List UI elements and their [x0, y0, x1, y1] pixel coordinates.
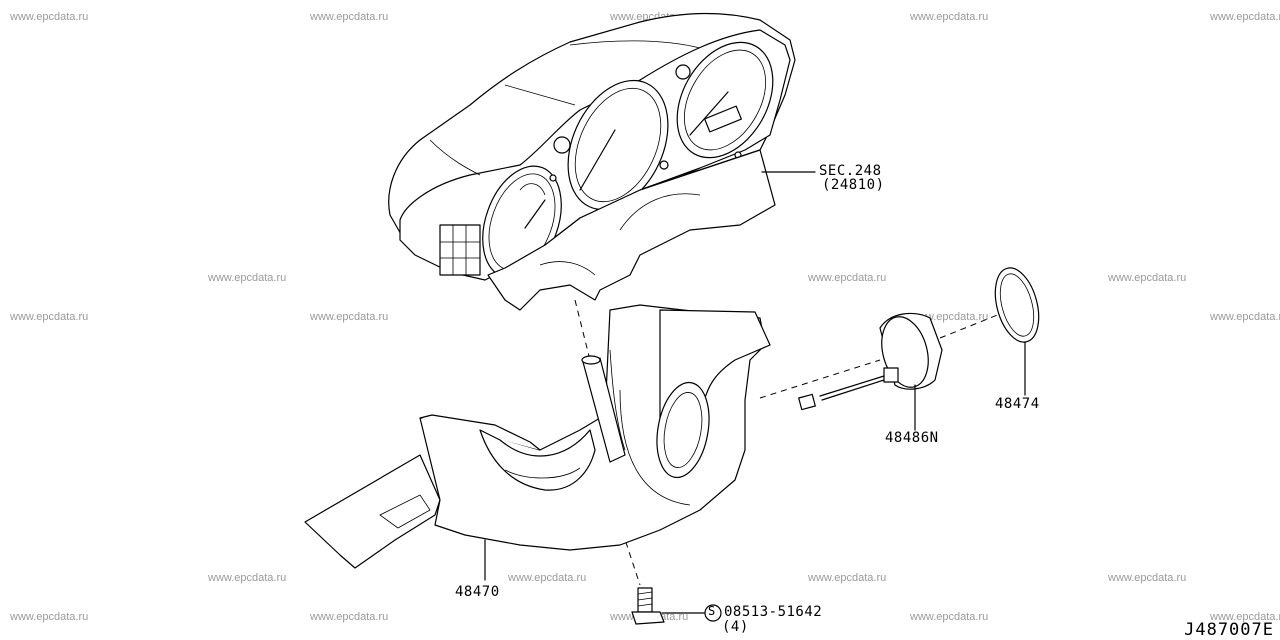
watermark: www.epcdata.ru	[1108, 572, 1187, 584]
gauge-left-arc	[519, 183, 546, 196]
watermark: www.epcdata.ru	[310, 311, 389, 323]
switch-wire	[821, 379, 885, 401]
assembly-line	[574, 299, 591, 361]
cluster-lower-bracket	[487, 149, 776, 311]
cover-flap-slot	[379, 494, 431, 529]
watermark: www.epcdata.ru	[10, 611, 89, 623]
gauge-center-needle	[579, 129, 616, 191]
gauge-left-needle	[524, 199, 546, 229]
gauge-right-needle	[689, 91, 729, 136]
cover-switch-hole	[656, 381, 710, 479]
sheet-id: J487007E	[1184, 620, 1274, 640]
gauge-right	[676, 41, 774, 159]
watermark: www.epcdata.ru	[1210, 11, 1280, 23]
label-cover[interactable]: 48470	[455, 584, 500, 600]
gauge-right-display	[704, 105, 742, 133]
watermark: www.epcdata.ru	[1108, 272, 1187, 284]
ring-inner	[999, 273, 1035, 337]
watermark: www.epcdata.ru	[910, 11, 989, 23]
knob	[549, 174, 557, 182]
label-cluster-num: (24810)	[822, 177, 885, 193]
screw-symbol-circle	[704, 604, 722, 622]
hood-ridge	[504, 84, 576, 106]
gauge-center-inner	[574, 87, 662, 203]
cover-front-curve	[609, 349, 626, 451]
watermark: www.epcdata.ru	[208, 272, 287, 284]
assembly-line	[939, 311, 1006, 339]
screw[interactable]	[631, 587, 665, 625]
screw-head	[631, 611, 665, 625]
bracket-edge	[619, 193, 701, 231]
label-screw-qty: (4)	[722, 619, 749, 635]
watermark: www.epcdata.ru	[808, 572, 887, 584]
knob	[553, 136, 571, 154]
watermark: www.epcdata.ru	[508, 572, 587, 584]
watermark: www.epcdata.ru	[310, 611, 389, 623]
cover-opening-inner	[504, 467, 581, 479]
knob	[675, 64, 691, 80]
gauge-right-inner	[684, 49, 766, 151]
cover-front-curve	[619, 389, 691, 506]
screw-thread	[637, 591, 653, 607]
knob	[659, 160, 669, 170]
hood-ridge	[569, 40, 701, 49]
watermark: www.epcdata.ru	[10, 311, 89, 323]
watermark: www.epcdata.ru	[910, 611, 989, 623]
cover-boss-top	[581, 355, 601, 365]
watermark: www.epcdata.ru	[310, 11, 389, 23]
watermark: www.epcdata.ru	[208, 572, 287, 584]
ring-part[interactable]	[988, 263, 1046, 347]
hood-ridge	[429, 139, 481, 176]
warning-lights-grid	[440, 225, 480, 275]
watermark: www.epcdata.ru	[1210, 611, 1280, 623]
label-screw[interactable]: 08513-51642	[724, 604, 823, 620]
cover-top-edge	[419, 414, 541, 451]
label-switch[interactable]: 48486N	[885, 430, 939, 446]
warning-lights	[439, 224, 481, 276]
column-cover[interactable]	[304, 304, 771, 569]
instrument-cluster[interactable]	[388, 12, 796, 311]
switch-wire	[819, 375, 885, 397]
watermark: www.epcdata.ru	[808, 272, 887, 284]
cover-switch-hole-inner	[663, 392, 703, 468]
cover-side-flap	[304, 454, 441, 569]
screw-symbol: S	[708, 604, 716, 618]
watermark: www.epcdata.ru	[10, 11, 89, 23]
label-cluster-sec[interactable]: SEC.248	[819, 163, 882, 179]
switch-connector	[883, 367, 899, 383]
ring-outer	[994, 267, 1040, 343]
label-ring[interactable]: 48474	[995, 396, 1040, 412]
switch-plug	[798, 393, 816, 411]
switch-assembly[interactable]	[798, 312, 943, 411]
bracket-edge	[539, 261, 596, 276]
assembly-line	[759, 359, 881, 399]
watermark: www.epcdata.ru	[1210, 311, 1280, 323]
